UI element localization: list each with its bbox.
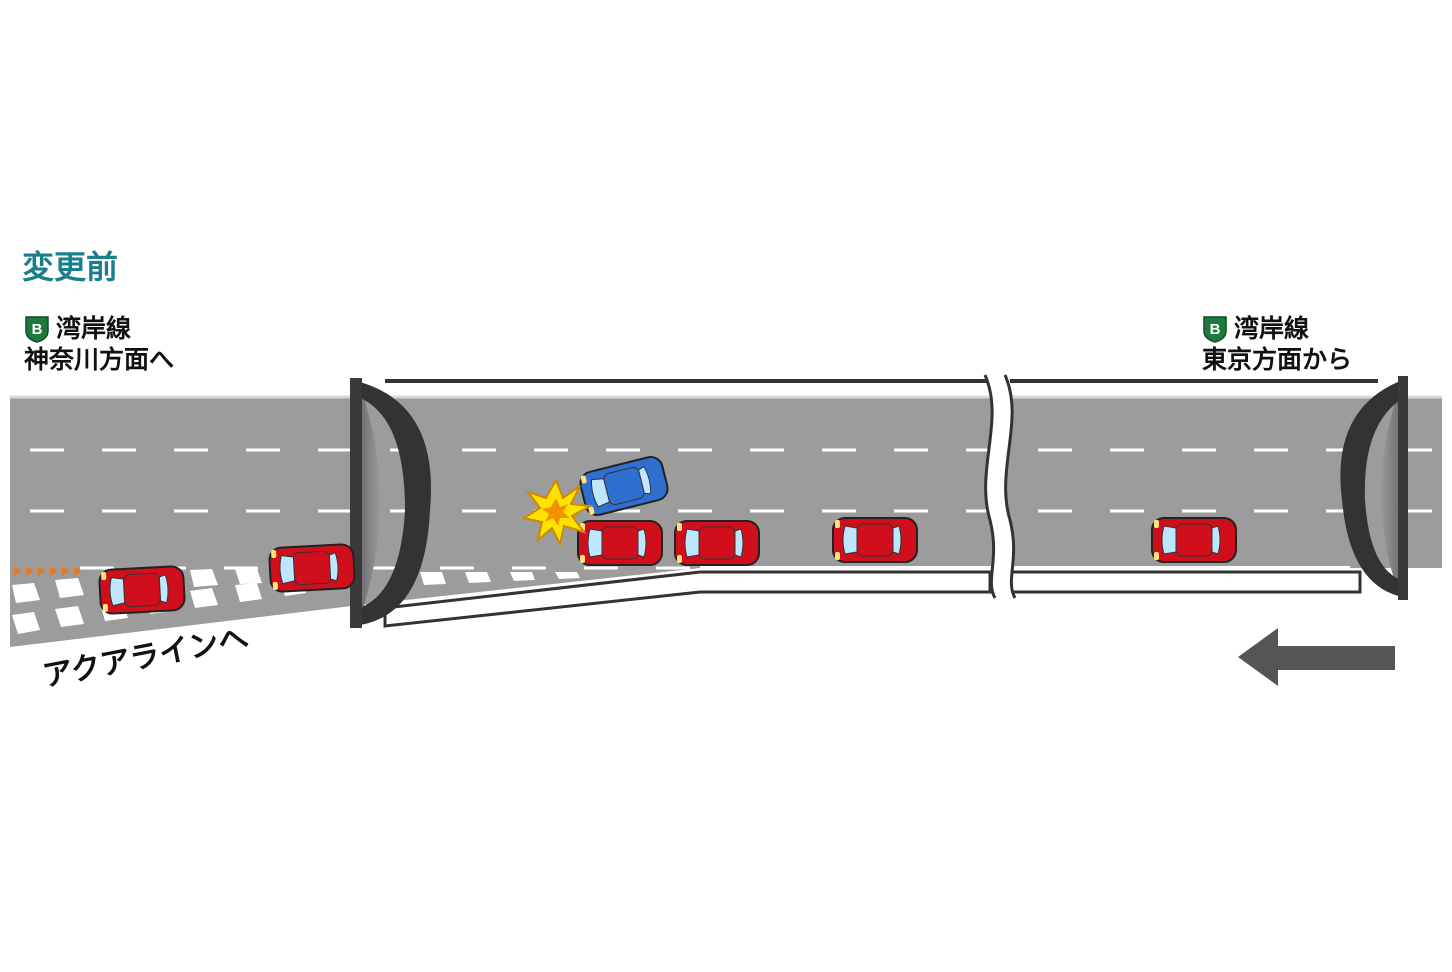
car-red xyxy=(98,565,186,615)
car-red xyxy=(1151,517,1237,563)
route-shield-icon: B xyxy=(25,316,49,344)
lane-markings xyxy=(30,448,1440,570)
car-blue xyxy=(579,456,669,516)
ramp-chevrons xyxy=(14,566,82,576)
route-name-right: 湾岸線 xyxy=(1234,314,1310,343)
crash-burst-icon xyxy=(521,477,594,547)
diagram-title: 変更前 xyxy=(22,248,119,286)
car-red xyxy=(577,520,663,566)
car-red xyxy=(268,543,356,593)
route-shield-icon: B xyxy=(1203,316,1227,344)
tunnel-inner-walls xyxy=(383,383,1376,628)
vehicles xyxy=(98,456,1237,615)
car-red xyxy=(832,517,918,563)
route-badge-text: B xyxy=(32,321,43,338)
car-red xyxy=(674,520,760,566)
route-name-left: 湾岸線 xyxy=(56,314,132,343)
direction-arrow-icon xyxy=(1238,628,1395,686)
route-label-right: B 湾岸線 東京方面から xyxy=(1202,314,1352,375)
tunnel-portal-right xyxy=(1340,376,1408,600)
route-direction-right: 東京方面から xyxy=(1202,344,1353,374)
route-label-left: B 湾岸線 神奈川方面へ xyxy=(24,314,174,375)
route-direction-left: 神奈川方面へ xyxy=(24,344,175,374)
route-badge-text: B xyxy=(1210,321,1221,338)
road-break-icon xyxy=(983,374,1017,599)
